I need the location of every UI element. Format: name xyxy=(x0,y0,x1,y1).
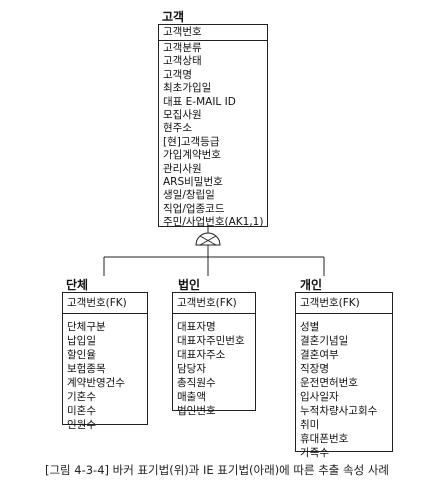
entity-attribute: 계약반영건수 xyxy=(67,377,125,389)
figure-caption: [그림 4-3-4] 바커 표기법(위)과 IE 표기법(아래)에 따른 추출 … xyxy=(44,463,390,477)
entity-attribute: 운전면허번호 xyxy=(300,377,358,389)
entity-attribute: 법인번호 xyxy=(177,405,216,417)
entity-attribute: 주민/사업번호(AK1,1) xyxy=(163,216,264,229)
entity-attribute: 대표자주소 xyxy=(177,349,226,361)
entity-attribute: 대표자주민번호 xyxy=(177,335,245,347)
entity-attribute: 가입계약번호 xyxy=(163,149,221,162)
entity-attribute: 성별 xyxy=(300,321,320,333)
supertype-primary-key: 고객번호 xyxy=(159,25,267,41)
subtype-primary-key-corporation: 고객번호(FK) xyxy=(173,293,255,314)
entity-attribute: 담당자 xyxy=(177,363,206,375)
entity-attribute: 대표 E-MAIL ID xyxy=(163,95,236,108)
entity-attribute: 현주소 xyxy=(163,122,192,135)
entity-attribute: 직장명 xyxy=(300,363,329,375)
entity-attribute: 납입일 xyxy=(67,335,96,347)
entity-attribute: 고객명 xyxy=(163,68,192,81)
entity-attribute: ARS비밀번호 xyxy=(163,175,223,188)
entity-attribute: [현]고객등급 xyxy=(163,135,220,148)
subtype-title-group: 단체 xyxy=(66,278,89,292)
entity-attribute: 기혼수 xyxy=(67,391,96,403)
entity-attribute: 가족수 xyxy=(300,447,329,459)
entity-attribute: 최초가입일 xyxy=(163,82,212,95)
entity-attribute: 취미 xyxy=(300,419,320,431)
entity-attribute: 보험종목 xyxy=(67,363,106,375)
entity-attribute: 대표자명 xyxy=(177,321,216,333)
entity-attribute: 관리사원 xyxy=(163,162,202,175)
subtype-primary-key-group: 고객번호(FK) xyxy=(63,293,147,314)
entity-attribute: 인원수 xyxy=(67,419,96,431)
entity-attribute: 할인율 xyxy=(67,349,96,361)
entity-attribute: 생일/창립일 xyxy=(163,189,215,202)
entity-attribute: 누적차량사고회수 xyxy=(300,405,378,417)
entity-attribute: 직업/업종코드 xyxy=(163,202,225,215)
subtype-title-individual: 개인 xyxy=(300,278,323,292)
subtype-symbol-x2 xyxy=(199,235,217,246)
subtype-title-corporation: 법인 xyxy=(178,278,201,292)
subtype-primary-key-individual: 고객번호(FK) xyxy=(296,293,392,314)
entity-attribute: 매출액 xyxy=(177,391,206,403)
entity-attribute: 미혼수 xyxy=(67,405,96,417)
entity-attribute: 총직원수 xyxy=(177,377,216,389)
supertype-title: 고객 xyxy=(162,10,185,24)
subtype-symbol xyxy=(195,232,221,246)
entity-attribute: 입사일자 xyxy=(300,391,339,403)
entity-attribute: 휴대폰번호 xyxy=(300,433,349,445)
entity-attribute: 단체구분 xyxy=(67,321,106,333)
entity-attribute: 결혼여부 xyxy=(300,349,339,361)
entity-attribute: 고객상태 xyxy=(163,55,202,68)
entity-attribute: 결혼기념일 xyxy=(300,335,349,347)
entity-attribute: 모집사원 xyxy=(163,108,202,121)
entity-attribute: 고객분류 xyxy=(163,42,202,54)
